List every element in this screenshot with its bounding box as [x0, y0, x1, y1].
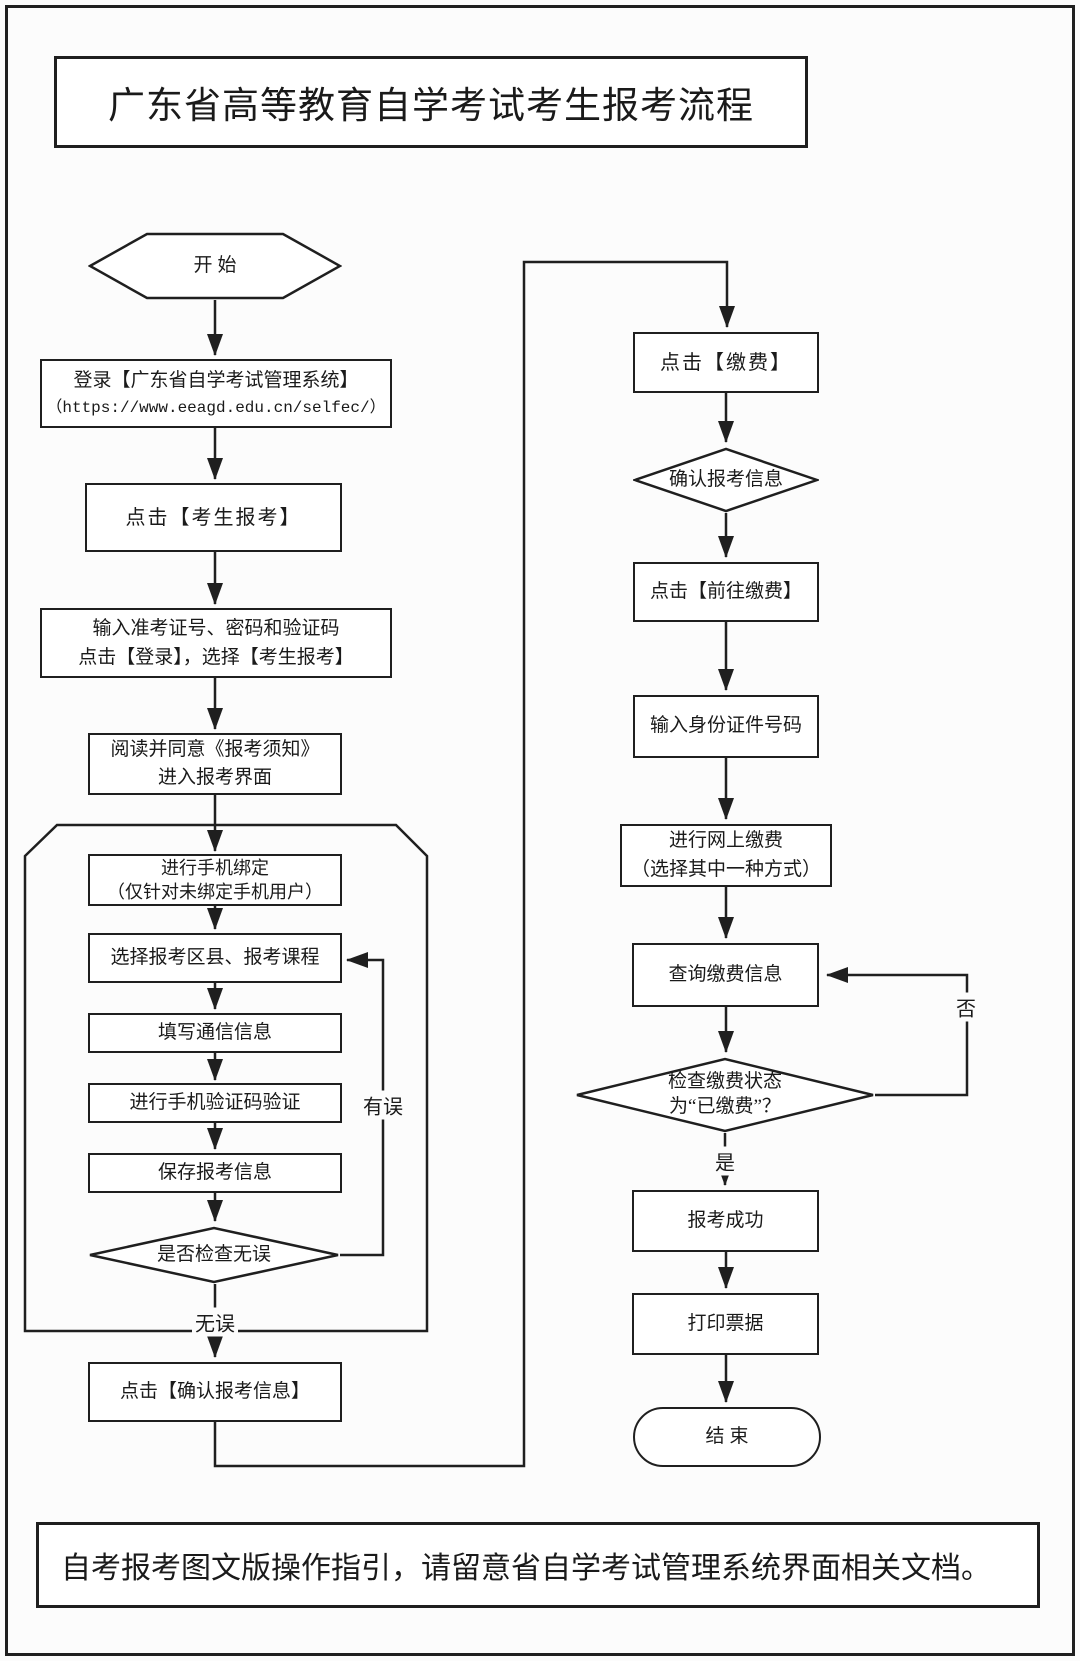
sms-code-verify-label: 进行手机验证码验证: [129, 1091, 301, 1113]
flow-node-bind-phone: 进行手机绑定 （仅针对未绑定手机用户）: [88, 854, 342, 906]
end-label: 结束: [705, 1425, 754, 1447]
flow-node-sms-code-verify: 进行手机验证码验证: [88, 1083, 342, 1123]
check-no-error-diamond: [89, 1226, 339, 1284]
online-payment-line2: （选择其中一种方式）: [630, 858, 821, 880]
footer-note: 自考报考图文版操作指引，请留意省自学考试管理系统界面相关文档。: [61, 1552, 991, 1585]
check-no-error-label: 是否检查无误: [156, 1243, 271, 1265]
flow-node-start: 开始: [88, 232, 342, 300]
enter-id-number-label: 输入身份证件号码: [649, 715, 802, 737]
group-container-outline: [23, 823, 429, 1333]
edge-label-has-error: 有误: [360, 1090, 406, 1120]
edge-label-no-error: 无误: [192, 1307, 238, 1337]
read-notice-line2: 进入报考界面: [157, 767, 272, 788]
fill-contact-info-label: 填写通信信息: [157, 1021, 272, 1043]
arrow-notpaid-loop: [826, 967, 969, 1097]
click-candidate-register-label: 点击【考生报考】: [125, 506, 302, 529]
flowchart-title-box: 广东省高等教育自学考试考生报考流程: [54, 56, 808, 148]
read-notice-line1: 阅读并同意《报考须知》: [110, 738, 320, 760]
flow-node-online-payment: 进行网上缴费 （选择其中一种方式）: [620, 824, 832, 887]
flow-node-read-notice: 阅读并同意《报考须知》 进入报考界面: [88, 733, 342, 795]
login-url: （https://www.eeagd.edu.cn/selfec/）: [46, 398, 386, 417]
check-paid-line2: 为“已缴费”？: [669, 1096, 781, 1117]
flow-node-enter-id-number: 输入身份证件号码: [633, 695, 819, 758]
flow-node-query-payment-info: 查询缴费信息: [632, 943, 819, 1007]
flow-node-go-to-pay: 点击【前往缴费】: [633, 562, 819, 622]
register-success-label: 报考成功: [687, 1209, 764, 1231]
flow-node-select-district-courses: 选择报考区县、报考课程: [88, 933, 342, 983]
flow-node-login: 登录【广东省自学考试管理系统】 （https://www.eeagd.edu.c…: [40, 359, 392, 428]
start-label: 开始: [193, 254, 242, 276]
confirm-register-info-label: 点击【确认报考信息】: [119, 1380, 310, 1402]
select-district-courses-label: 选择报考区县、报考课程: [110, 946, 320, 968]
footer-note-box: 自考报考图文版操作指引，请留意省自学考试管理系统界面相关文档。: [36, 1522, 1040, 1608]
flow-node-enter-credentials: 输入准考证号、密码和验证码 点击【登录】，选择【考生报考】: [40, 608, 392, 678]
query-payment-info-label: 查询缴费信息: [668, 963, 783, 985]
online-payment-line1: 进行网上缴费: [668, 830, 783, 851]
bind-phone-line2: （仅针对未绑定手机用户）: [107, 882, 323, 902]
go-to-pay-label: 点击【前往缴费】: [649, 580, 802, 602]
flow-node-confirm-info-decision: 确认报考信息: [633, 447, 819, 513]
credentials-line1: 输入准考证号、密码和验证码: [92, 617, 340, 639]
bind-phone-line1: 进行手机绑定: [161, 857, 269, 878]
flowchart-title: 广东省高等教育自学考试考生报考流程: [108, 86, 754, 127]
confirm-info-diamond: [633, 447, 819, 513]
start-hexagon: [88, 232, 342, 300]
print-receipt-label: 打印票据: [687, 1312, 764, 1334]
save-register-info-label: 保存报考信息: [157, 1161, 272, 1183]
check-paid-line1: 检查缴费状态: [667, 1071, 782, 1093]
click-pay-label: 点击【缴费】: [660, 351, 792, 374]
flow-node-click-pay: 点击【缴费】: [633, 332, 819, 393]
edge-label-yes: 是: [712, 1146, 738, 1176]
flow-node-save-register-info: 保存报考信息: [88, 1153, 342, 1193]
flow-node-check-paid-status: 检查缴费状态 为“已缴费”？: [575, 1057, 875, 1133]
edge-label-no: 否: [953, 992, 979, 1022]
group-container-polygon: [23, 823, 429, 1333]
flow-node-print-receipt: 打印票据: [632, 1293, 819, 1355]
flow-node-fill-contact-info: 填写通信信息: [88, 1013, 342, 1053]
credentials-line2: 点击【登录】，选择【考生报考】: [78, 647, 354, 668]
flow-node-check-no-error: 是否检查无误: [88, 1226, 340, 1284]
login-line1: 登录【广东省自学考试管理系统】: [73, 370, 359, 392]
flow-node-register-success: 报考成功: [632, 1190, 819, 1252]
check-paid-diamond: [576, 1057, 874, 1133]
flow-node-click-candidate-register: 点击【考生报考】: [85, 483, 342, 552]
flow-node-confirm-register-info: 点击【确认报考信息】: [88, 1362, 342, 1422]
arrow-confirm-to-pay: [213, 260, 735, 1468]
confirm-info-decision-label: 确认报考信息: [668, 468, 783, 490]
flow-node-end: 结束: [633, 1407, 821, 1467]
